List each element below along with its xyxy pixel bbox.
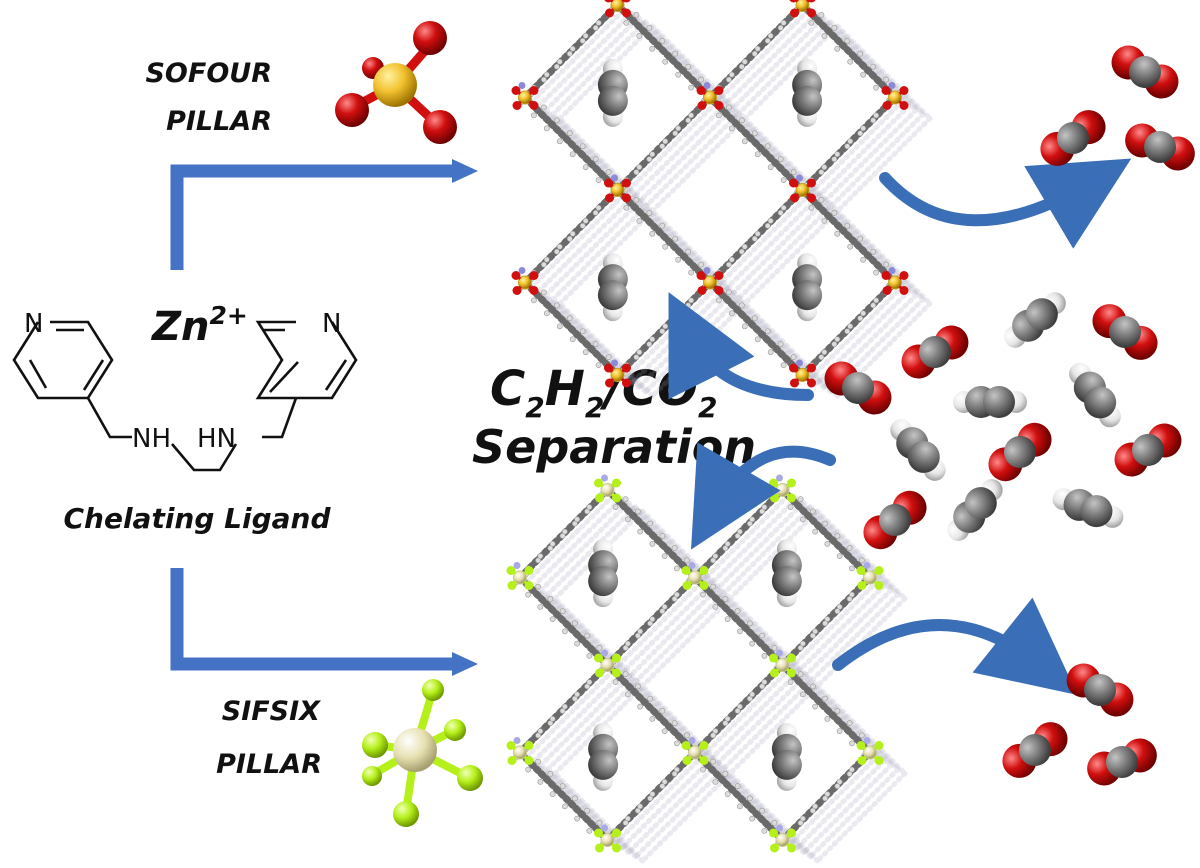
curved-arrow-top-uptake bbox=[668, 292, 814, 401]
guest-acetylene bbox=[597, 253, 628, 322]
co2-molecule bbox=[1092, 304, 1158, 360]
guest-acetylene bbox=[792, 58, 823, 127]
guest-acetylene bbox=[771, 539, 802, 608]
co2-molecule bbox=[1111, 45, 1179, 99]
co2-molecule bbox=[1087, 738, 1157, 786]
arrow-to-sofour bbox=[170, 159, 478, 270]
guest-acetylene bbox=[597, 58, 628, 127]
metal-charge: 2+ bbox=[209, 301, 247, 330]
sulfate-pillar-node bbox=[604, 0, 631, 18]
ligand-caption: Chelating Ligand bbox=[63, 502, 331, 535]
metal-symbol: Zn bbox=[150, 304, 209, 350]
sifsix-pillar-node bbox=[681, 737, 709, 765]
arrow-to-sifsix bbox=[170, 568, 478, 676]
co2-molecule bbox=[863, 490, 927, 550]
acetylene-molecule bbox=[953, 386, 1027, 418]
amine-right: HN bbox=[197, 424, 236, 454]
sifsix-pillar-node bbox=[506, 737, 534, 765]
separation-label: Separation bbox=[472, 420, 756, 474]
sulfate-pillar-node bbox=[604, 359, 631, 388]
ring-n-left: N bbox=[24, 309, 43, 339]
co2-molecule bbox=[1125, 123, 1195, 171]
sofour-label-line1: SOFOUR bbox=[145, 58, 272, 89]
sofour-pillar-molecule bbox=[335, 21, 457, 144]
acetylene-molecule bbox=[1069, 362, 1121, 428]
sifsix-pillar-node bbox=[769, 474, 796, 503]
acetylene-molecule bbox=[1052, 488, 1124, 528]
sulfate-pillar-node bbox=[881, 82, 909, 110]
gas-molecules bbox=[824, 45, 1195, 786]
sifsix-pillar-node bbox=[506, 562, 534, 590]
metal-ion-label: Zn2+ bbox=[150, 301, 248, 350]
sulfate-pillar-node bbox=[696, 82, 724, 110]
sofour-framework bbox=[511, 0, 933, 399]
sifsix-label-line2: PILLAR bbox=[216, 749, 322, 780]
acetylene-molecule bbox=[890, 419, 946, 481]
chelating-ligand-structure bbox=[12, 320, 358, 472]
guest-acetylene bbox=[588, 722, 619, 791]
curved-arrow-bottom-uptake bbox=[690, 442, 836, 550]
sulfate-pillar-node bbox=[881, 267, 909, 295]
sofour-label-line2: PILLAR bbox=[166, 106, 272, 137]
sifsix-pillar-node bbox=[594, 824, 621, 853]
co2-molecule bbox=[1066, 663, 1134, 717]
sifsix-pillar-node bbox=[594, 649, 621, 678]
sifsix-pillar-molecule bbox=[362, 679, 483, 827]
co2-molecule bbox=[988, 422, 1052, 482]
sulfate-pillar-node bbox=[511, 82, 539, 110]
sulfate-pillar-node bbox=[789, 359, 816, 388]
co2-molecule bbox=[1040, 110, 1106, 166]
acetylene-molecule bbox=[947, 479, 1003, 541]
co2-molecule bbox=[1002, 722, 1068, 778]
guest-acetylene bbox=[792, 253, 823, 322]
sifsix-pillar-node bbox=[769, 649, 796, 678]
sulfate-pillar-node bbox=[789, 0, 816, 18]
ring-n-right: N bbox=[322, 309, 341, 339]
co2-molecule bbox=[824, 361, 892, 415]
sifsix-pillar-node bbox=[681, 562, 709, 590]
sifsix-label-line1: SIFSIX bbox=[222, 696, 321, 727]
amine-left: NH bbox=[132, 424, 171, 454]
ligand-atom-labels: N N NH HN bbox=[24, 309, 341, 454]
co2-molecule bbox=[901, 325, 969, 379]
sifsix-framework bbox=[506, 474, 908, 864]
separation-formula: C2H2/CO2 bbox=[490, 361, 717, 424]
sifsix-pillar-node bbox=[856, 737, 884, 765]
curved-arrow-bottom-release bbox=[832, 597, 1078, 695]
co2-molecule bbox=[1114, 423, 1182, 477]
sulfate-pillar-node bbox=[789, 174, 816, 203]
sulfate-pillar-node bbox=[511, 267, 539, 295]
sifsix-pillar-node bbox=[856, 562, 884, 590]
guest-acetylene bbox=[588, 539, 619, 608]
sifsix-pillar-node bbox=[594, 474, 621, 503]
guest-acetylene bbox=[771, 722, 802, 791]
acetylene-molecule bbox=[1004, 292, 1066, 348]
sifsix-pillar-node bbox=[769, 824, 796, 853]
curved-arrow-top-release bbox=[879, 158, 1132, 249]
sulfate-pillar-node bbox=[604, 174, 631, 203]
